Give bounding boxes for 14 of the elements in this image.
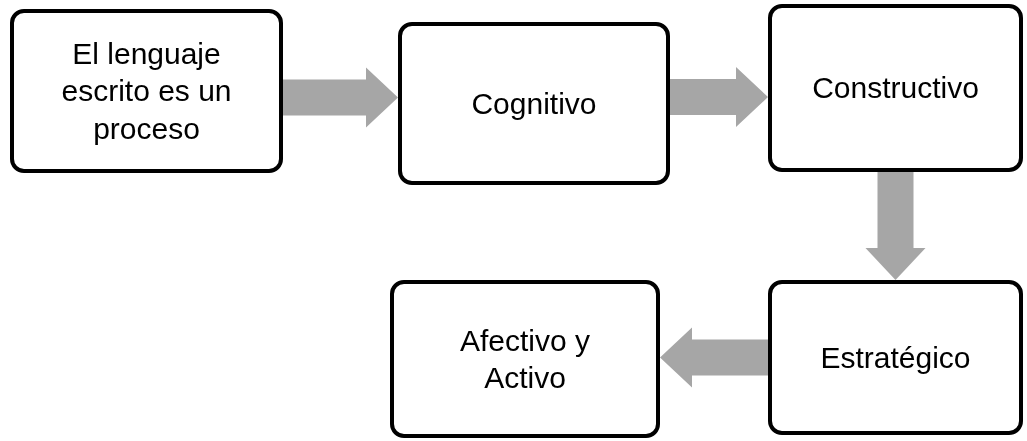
process-box (768, 4, 1023, 172)
process-box (390, 280, 660, 438)
process-box (398, 22, 670, 185)
block-arrow (283, 67, 398, 128)
box-label: Constructivo (812, 70, 979, 107)
box-label: El lenguaje escrito es un proceso (60, 35, 233, 147)
box-label: Cognitivo (471, 85, 597, 122)
process-box (10, 9, 283, 173)
block-arrow (660, 327, 768, 388)
block-arrow (865, 172, 926, 280)
box-label: Estratégico (820, 339, 971, 376)
box-label: Afectivo y Activo (458, 322, 592, 396)
block-arrow (670, 67, 768, 127)
process-box (768, 280, 1023, 435)
